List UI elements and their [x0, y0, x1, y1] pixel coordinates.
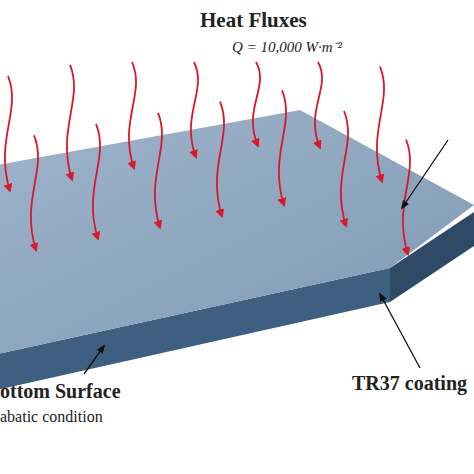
heat-flux-arrow	[253, 62, 260, 146]
heading-label: Heat Fluxes	[200, 8, 307, 33]
heat-flux-arrow	[93, 124, 100, 239]
top-face	[0, 110, 474, 360]
note-label: abatic condition	[0, 408, 103, 426]
heat-flux-arrow	[67, 65, 74, 180]
heat-flux-arrow	[217, 102, 224, 217]
heat-flux-arrow	[279, 90, 286, 205]
flux-value: Q = 10,000 W·m⁻²	[232, 36, 342, 56]
heat-flux-arrow	[341, 111, 348, 226]
leader-arrow	[84, 346, 104, 374]
heat-flux-arrow	[5, 76, 12, 191]
part-name: ottom Surface	[0, 380, 121, 403]
part-name: TR37 coating	[352, 372, 467, 395]
heat-flux-arrow	[31, 135, 38, 250]
heat-flux-arrow	[155, 113, 162, 228]
heat-flux-arrow	[315, 62, 322, 148]
heat-flux-arrow	[377, 67, 384, 182]
heat-flux-arrow	[129, 62, 136, 169]
heat-flux-arrows	[5, 62, 410, 254]
heat-flux-arrow	[191, 62, 198, 157]
leader-arrow	[380, 294, 420, 368]
leader-arrow	[402, 140, 448, 208]
